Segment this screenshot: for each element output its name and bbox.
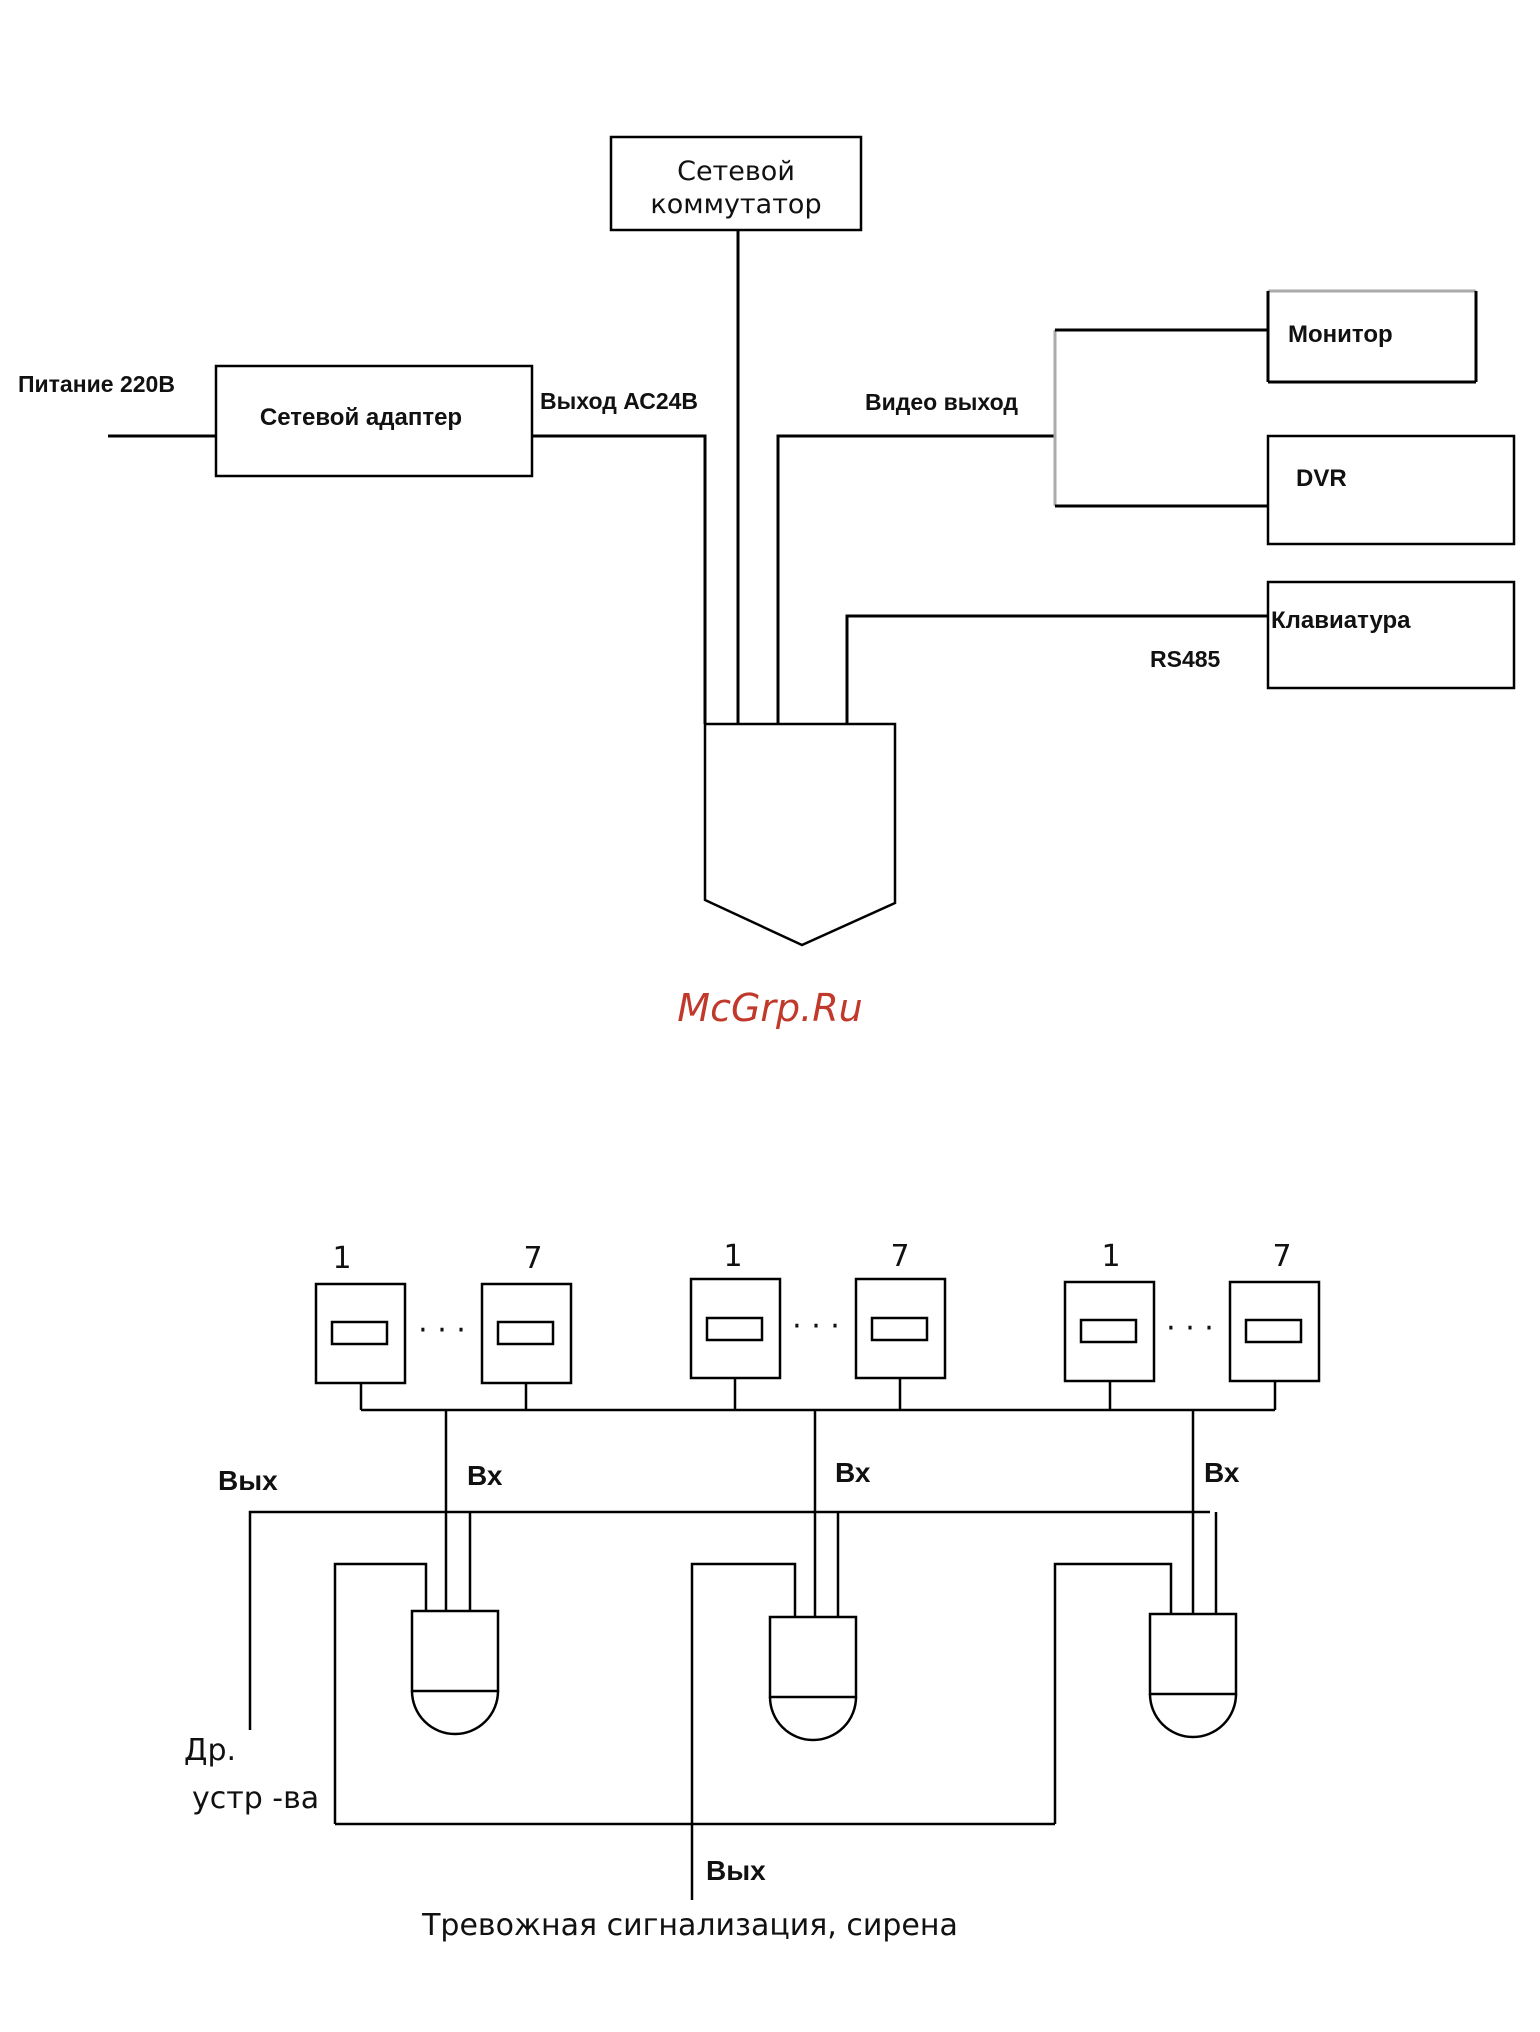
dvr-label: DVR — [1296, 465, 1347, 492]
monitor-box: Монитор — [1268, 291, 1476, 382]
input-label-3: Вх — [1204, 1457, 1240, 1488]
dome-icon — [412, 1691, 498, 1734]
ellipsis-dots: · · · — [418, 1313, 466, 1348]
dvr-box: DVR — [1268, 436, 1514, 544]
alarm-module-group-1: 1 7 · · · — [316, 1241, 571, 1410]
monitor-label: Монитор — [1288, 321, 1393, 348]
camera-icon — [705, 724, 895, 945]
ellipsis-dots: · · · — [1166, 1311, 1214, 1346]
other-devices-label-line2: устр -ва — [192, 1781, 319, 1816]
alarm-module-group-3: 1 7 · · · — [1065, 1239, 1319, 1410]
group-3-last-label: 7 — [1272, 1239, 1291, 1274]
power-input-label: Питание 220В — [18, 371, 175, 397]
module-box — [1065, 1282, 1154, 1381]
network-switch-label-line1: Сетевой — [677, 156, 795, 187]
keyboard-label: Клавиатура — [1271, 607, 1411, 634]
video-output-line — [778, 436, 1055, 724]
power-adapter-label: Сетевой адаптер — [260, 404, 462, 431]
group-2-first-label: 1 — [723, 1239, 742, 1274]
module-box — [316, 1284, 405, 1383]
network-switch-label-line2: коммутатор — [650, 189, 821, 220]
output-bus-line — [250, 1512, 1210, 1730]
output-label-top: Вых — [218, 1465, 278, 1496]
group-2-last-label: 7 — [890, 1239, 909, 1274]
ellipsis-dots: · · · — [792, 1309, 840, 1344]
alarm-caption: Тревожная сигнализация, сирена — [421, 1908, 958, 1943]
module-box — [856, 1279, 945, 1378]
watermark-text: McGrp.Ru — [677, 986, 862, 1030]
input-label-2: Вх — [835, 1457, 871, 1488]
rs485-label: RS485 — [1150, 646, 1221, 672]
output-label-bottom: Вых — [706, 1855, 766, 1886]
group-1-first-label: 1 — [332, 1241, 351, 1276]
dome-camera-2 — [692, 1410, 856, 1900]
dome-icon — [1150, 1694, 1236, 1737]
group-1-last-label: 7 — [523, 1241, 542, 1276]
keyboard-box: Клавиатура — [1268, 582, 1514, 688]
alarm-wiring-diagram: 1 7 · · · 1 7 · · · 1 7 — [184, 1239, 1319, 1943]
connection-diagram: Сетевой коммутатор Сетевой адаптер Питан… — [18, 137, 1514, 945]
input-label-1: Вх — [467, 1460, 503, 1491]
ac24-output-label: Выход АС24В — [540, 388, 698, 414]
other-devices-label-line1: Др. — [184, 1733, 236, 1768]
video-output-label: Видео выход — [865, 389, 1018, 415]
power-adapter-box: Сетевой адаптер — [216, 366, 532, 476]
alarm-module-group-2: 1 7 · · · — [691, 1239, 945, 1410]
module-box — [482, 1284, 571, 1383]
group-3-first-label: 1 — [1101, 1239, 1120, 1274]
dome-icon — [770, 1697, 856, 1740]
module-box — [1230, 1282, 1319, 1381]
ac24-output-line — [532, 436, 705, 724]
module-box — [691, 1279, 780, 1378]
network-switch-box: Сетевой коммутатор — [611, 137, 861, 230]
